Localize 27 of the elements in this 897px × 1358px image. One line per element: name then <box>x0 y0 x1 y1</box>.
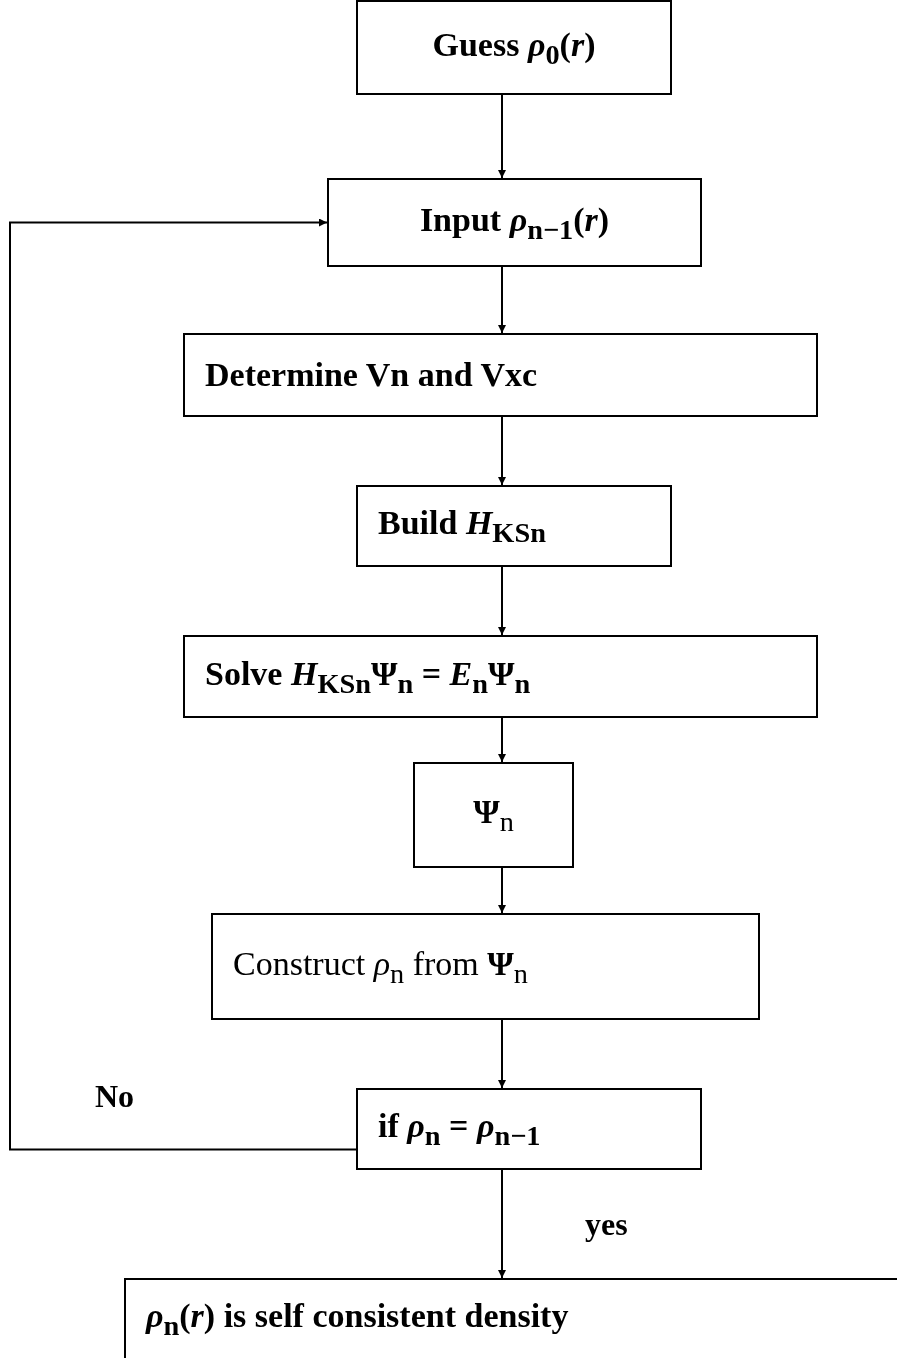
arrow <box>498 1169 506 1279</box>
step-text: Build H$_{KSn}$ <box>378 504 546 548</box>
arrow <box>9 218 357 1151</box>
step-text: Ψ$_{n}$ <box>473 793 514 837</box>
process-box <box>413 762 574 868</box>
process-box <box>356 1088 702 1170</box>
arrow <box>498 266 506 334</box>
process-box <box>183 635 818 718</box>
step-text: if ρ$_{n}$ = ρ$_{n−1}$ <box>378 1107 541 1151</box>
process-box <box>356 485 672 567</box>
step-text: Determine Vn and Vxc <box>205 356 538 394</box>
step-text: Construct ρ$_{n}$ from Ψ$_{n}$ <box>233 944 528 989</box>
arrow <box>498 566 506 636</box>
arrow <box>498 717 506 763</box>
process-box <box>124 1278 897 1358</box>
step-text: Solve H$_{KSn}$Ψ$_{n}$ = E$_{n}$Ψ$_{n}$ <box>205 654 531 699</box>
process-box <box>327 178 702 267</box>
process-box <box>211 913 760 1020</box>
arrow <box>498 1019 506 1089</box>
process-box <box>183 333 818 417</box>
step-text: Input ρ$_{n−1}$(r) <box>419 200 610 245</box>
arrow <box>498 416 506 486</box>
process-box <box>356 0 672 95</box>
arrow <box>498 94 506 179</box>
step-text: Guess ρ$_{0}$(r) <box>432 25 596 70</box>
arrow <box>498 867 506 914</box>
step-text: ρ$_{n}$(r) is self consistent density <box>146 1297 569 1341</box>
